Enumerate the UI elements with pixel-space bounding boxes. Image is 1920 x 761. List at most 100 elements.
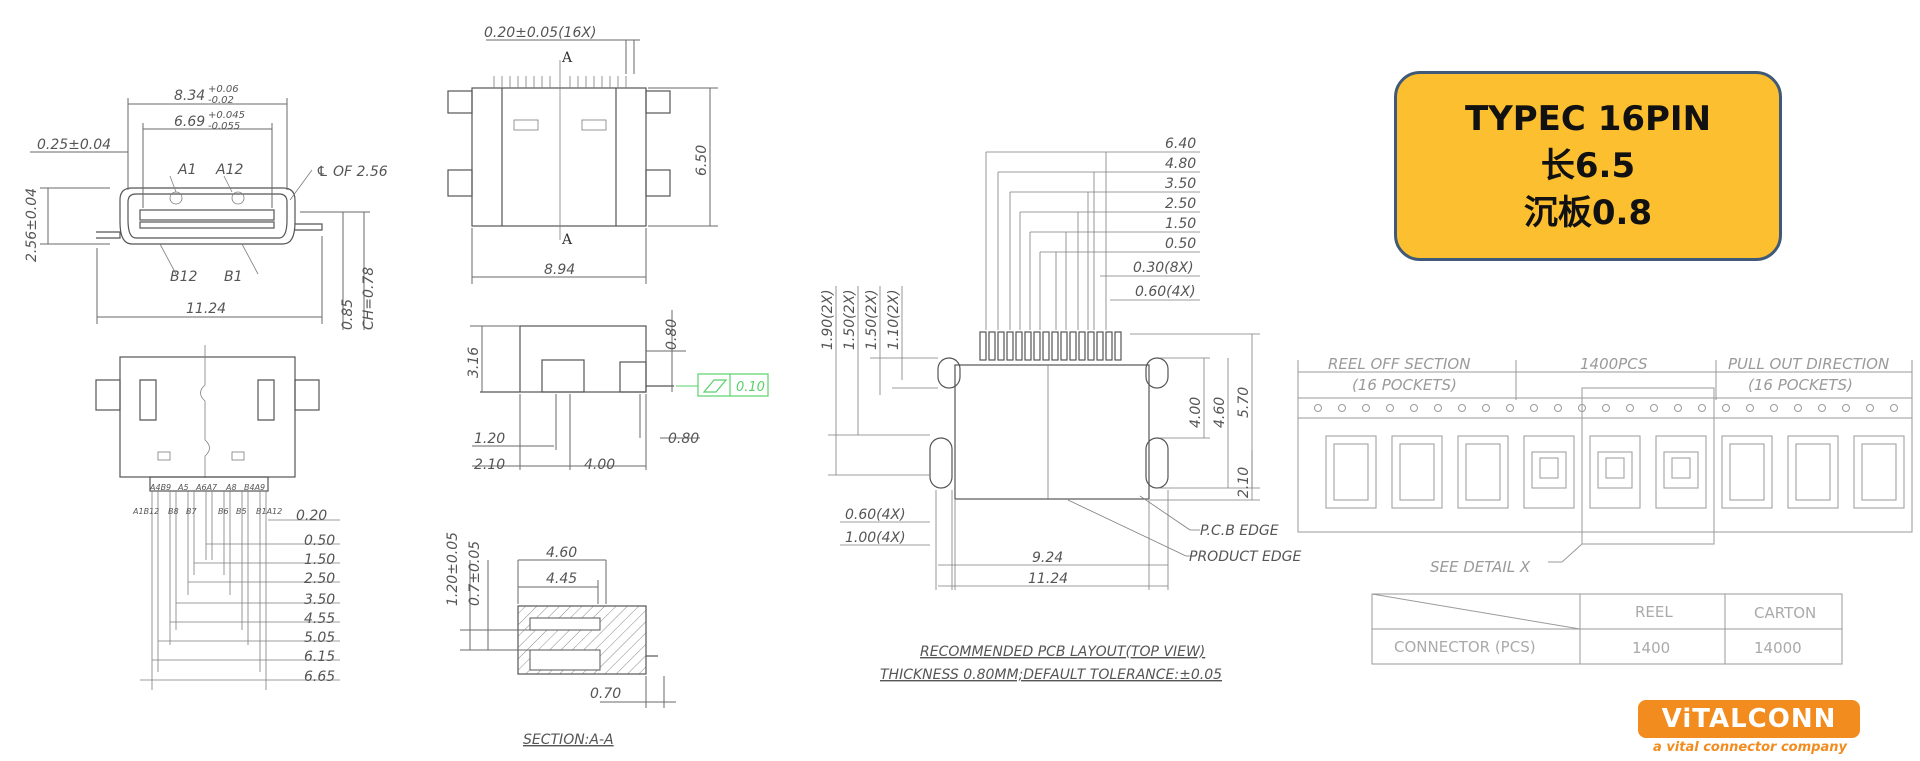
profile-view: 0.10 3.16 0.80 1.20 2.10 4.00 0.80	[466, 310, 769, 473]
pcb-body	[954, 364, 1150, 500]
profile-body	[519, 325, 647, 393]
pcb-dim-030: 0.30(8X)	[1133, 260, 1194, 276]
dim-h316: 3.16	[466, 347, 482, 378]
title-line-2: 长6.5	[1540, 145, 1636, 186]
qty-table: REEL CARTON CONNECTOR (PCS) 1400 14000	[1371, 593, 1843, 665]
pin-dim-1: 0.20	[296, 508, 327, 524]
pcb-dim-060: 0.60(4X)	[1135, 284, 1196, 300]
reel-off-label: REEL OFF SECTION	[1328, 355, 1470, 373]
front-shell-outer	[119, 187, 296, 245]
pin-dim-2: 0.50	[304, 533, 335, 549]
dim-shell: 0.25±0.04	[37, 137, 111, 153]
dim-w1: 8.34	[174, 88, 205, 104]
table-col-reel: REEL	[1635, 603, 1673, 621]
dim-section-07: 0.7±0.05	[467, 541, 483, 606]
pin-label-top-5: B4A9	[244, 483, 265, 492]
pin-label-bot-2: B8	[168, 507, 179, 516]
dim-d400: 4.00	[584, 457, 615, 473]
brand-name: ViTALCONN	[1661, 704, 1837, 734]
pin-label-top-3: A6A7	[195, 483, 218, 492]
dim-h2: CH=0.78	[361, 267, 377, 330]
pcb-dim-150a: 1.50(2X)	[842, 289, 858, 350]
flatness-icon	[702, 379, 728, 393]
pcb-right-dim-lines	[1067, 333, 1260, 557]
pcb-dim-190: 1.90(2X)	[820, 289, 836, 350]
pin-b12: B12	[170, 269, 198, 285]
section-mark-bottom: A	[561, 232, 573, 248]
qty-label: 1400PCS	[1580, 355, 1648, 373]
pin-label-bot-6: B1A12	[256, 507, 282, 516]
section-caption: SECTION:A-A	[523, 732, 614, 748]
dim-height: 2.56±0.04	[24, 188, 40, 262]
dim-center: ℄ OF 2.56	[316, 164, 388, 180]
dim-w2-tol-up: +0.045	[208, 110, 245, 121]
dim-w1-tol-dn: -0.02	[208, 95, 234, 106]
pull-out-label: PULL OUT DIRECTION	[1728, 355, 1889, 373]
pin-view-body	[119, 356, 296, 478]
dim-d210: 2.10	[474, 457, 505, 473]
pcb-dim-210: 2.10	[1236, 467, 1252, 498]
front-tab-right	[295, 223, 323, 231]
tape-pockets	[1325, 435, 1905, 509]
front-shell-inner	[127, 193, 288, 239]
product-edge-label: PRODUCT EDGE	[1189, 549, 1301, 565]
dim-section-445: 4.45	[546, 571, 577, 587]
section-mark-top: A	[561, 50, 573, 66]
pcb-dim-050: 0.50	[1165, 236, 1196, 252]
pin-dim-3: 1.50	[304, 552, 335, 568]
table-col-carton: CARTON	[1754, 604, 1816, 622]
dim-h1: 0.85	[340, 299, 356, 330]
section-view: 4.60 4.45 1.20±0.05 0.7±0.05 0.70 SECTIO…	[445, 532, 676, 748]
front-tab-left	[96, 231, 121, 239]
pin-dim-6: 4.55	[304, 611, 335, 627]
dim-h080: 0.80	[664, 319, 680, 350]
pcb-dim-150: 1.50	[1165, 216, 1196, 232]
dim-width: 8.94	[544, 262, 575, 278]
dim-d080b: 0.80	[668, 431, 699, 447]
dim-w1-tol-up: +0.06	[208, 84, 239, 95]
dim-length: 6.50	[694, 145, 710, 176]
front-tongue-2	[139, 221, 275, 229]
pcb-dim-350: 3.50	[1165, 176, 1196, 192]
pcb-dim-060b: 0.60(4X)	[845, 507, 906, 523]
pin-view-strip	[149, 476, 269, 492]
pcb-pads	[979, 331, 1122, 361]
pin-dim-7: 5.05	[304, 630, 335, 646]
table-carton-qty: 14000	[1754, 639, 1802, 657]
flatness-frame	[697, 373, 769, 397]
pin-label-bot-3: B7	[186, 507, 197, 516]
pcb-dim-640: 6.40	[1165, 136, 1196, 152]
flatness-value: 0.10	[736, 380, 765, 395]
dim-section-120: 1.20±0.05	[445, 532, 461, 606]
pcb-dim-1124: 11.24	[1028, 571, 1068, 587]
front-tongue	[139, 209, 275, 221]
pcb-slot-tl	[937, 357, 961, 389]
brand-logo: ViTALCONN	[1638, 700, 1860, 738]
pcb-dim-460: 4.60	[1212, 397, 1228, 428]
pcb-slot-bl	[929, 437, 953, 489]
dim-section-460: 4.60	[546, 545, 577, 561]
front-view: 8.34 +0.06 -0.02 6.69 +0.045 -0.055 0.25…	[24, 84, 388, 330]
pcb-top-dim-lines	[985, 151, 1200, 330]
pcb-caption-2: THICKNESS 0.80MM;DEFAULT TOLERANCE:±0.05	[880, 667, 1222, 683]
pin-label-top-2: A5	[177, 483, 189, 492]
table-row-label: CONNECTOR (PCS)	[1394, 638, 1536, 656]
dim-pitch: 0.20±0.05(16X)	[484, 25, 596, 41]
brand-tagline: a vital connector company	[1653, 740, 1847, 755]
pull-out-sub: (16 POCKETS)	[1748, 376, 1853, 394]
dim-section-070: 0.70	[590, 686, 621, 702]
pin-dim-5: 3.50	[304, 592, 335, 608]
pin-label-bot-1: A1B12	[132, 507, 159, 516]
pcb-slot-br	[1145, 437, 1169, 489]
pin-label-top-1: A4B9	[149, 483, 171, 492]
pcb-dim-480: 4.80	[1165, 156, 1196, 172]
pcb-edge-label: P.C.B EDGE	[1200, 523, 1279, 539]
tape-holes	[1314, 404, 1898, 412]
pcb-dim-250: 2.50	[1165, 196, 1196, 212]
pcb-dim-400: 4.00	[1188, 397, 1204, 428]
pin-dim-lines	[140, 519, 340, 681]
title-line-3: 沉板0.8	[1523, 192, 1653, 233]
reel-off-sub: (16 POCKETS)	[1352, 376, 1457, 394]
pin-a12: A12	[215, 162, 243, 178]
